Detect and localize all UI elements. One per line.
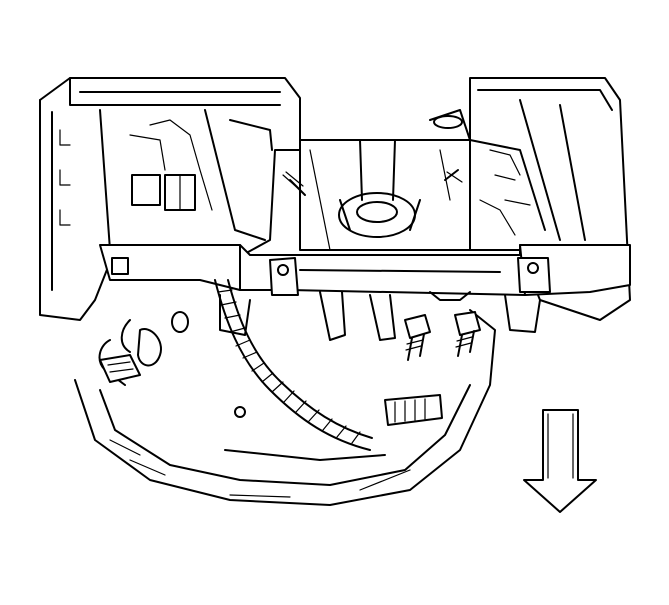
bolt-right-lower: [454, 311, 481, 357]
cross-car-beam: [99, 244, 631, 341]
lower-trim-panel: [74, 309, 496, 506]
bracket-bolt-right: [527, 262, 539, 274]
beam-bracket-left: [269, 257, 299, 296]
steering-column: [289, 109, 473, 251]
bolt-left-lower: [404, 314, 431, 361]
wiring-harness: [98, 279, 443, 451]
beam-bracket-right: [517, 257, 551, 293]
harness-connector-center: [384, 394, 443, 426]
harness-connector-left: [99, 354, 141, 383]
bracket-bolt-left: [277, 264, 289, 276]
fasteners: [282, 171, 481, 361]
down-arrow-icon: [523, 409, 597, 513]
